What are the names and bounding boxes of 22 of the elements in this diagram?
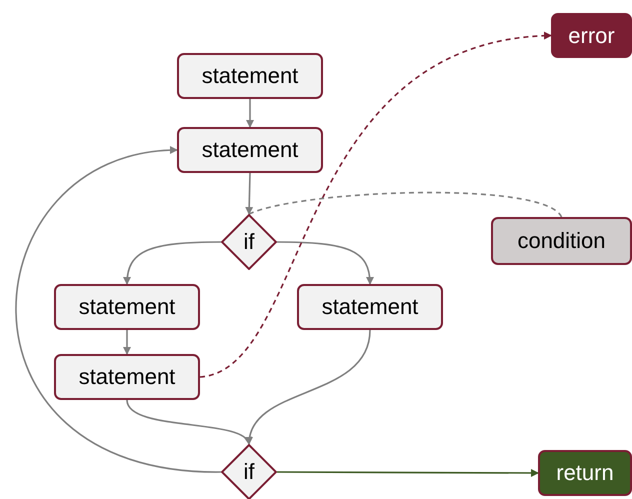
arrow [126, 400, 250, 445]
arrow [245, 172, 254, 215]
statement-box: statement [54, 354, 200, 400]
arrow [123, 330, 131, 355]
statement-box: statement [177, 127, 323, 173]
condition-label: if [244, 459, 254, 485]
statement-box: statement [297, 284, 443, 330]
arrow [200, 32, 552, 378]
arrow [246, 99, 254, 128]
return-box: return [538, 450, 632, 496]
statement-box: statement [54, 284, 200, 330]
arrow [123, 241, 221, 285]
arrow [246, 330, 371, 445]
arrow [277, 468, 539, 477]
statement-box: statement [177, 53, 323, 99]
decision-diamond [221, 214, 277, 270]
arrow [277, 241, 374, 285]
condition-label: if [244, 229, 254, 255]
error-box: error [551, 13, 632, 58]
arrow [15, 146, 222, 473]
condition-box: condition [491, 217, 632, 265]
decision-diamond [221, 444, 277, 499]
